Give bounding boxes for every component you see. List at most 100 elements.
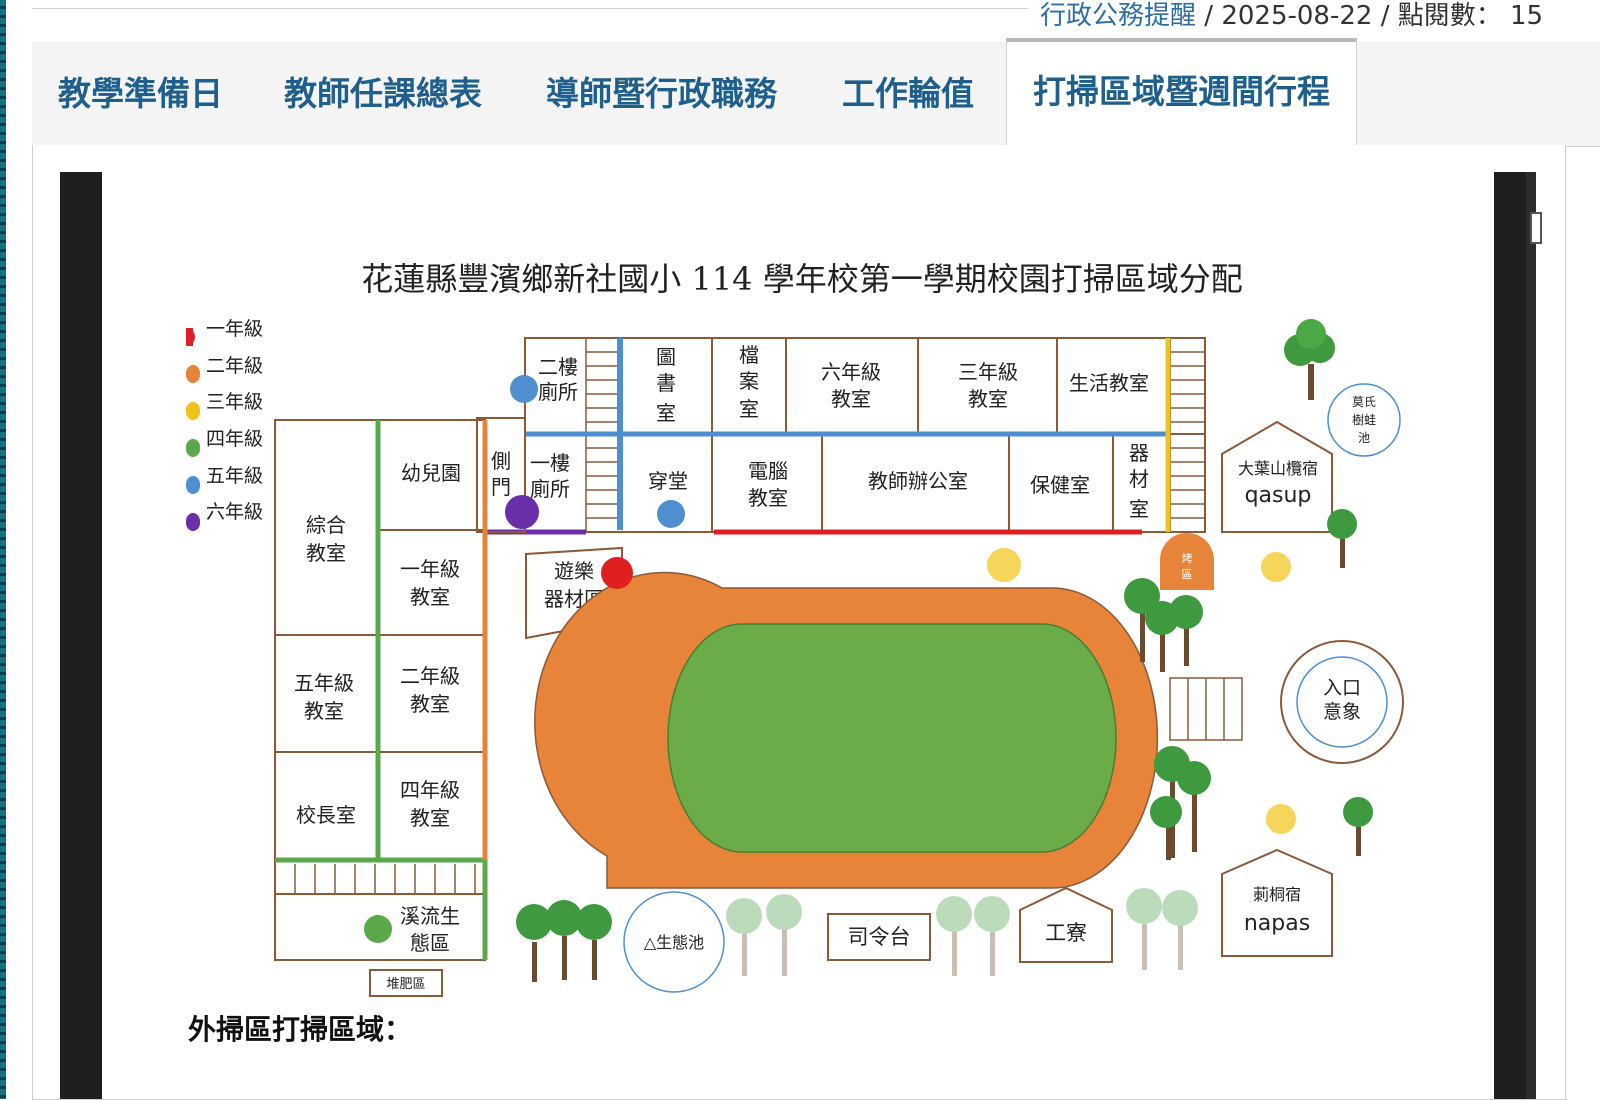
room-label: 教室 [410, 806, 450, 830]
room-label: 側 [491, 449, 511, 473]
room-label: 器 [1129, 441, 1149, 465]
dayeshan-lodge: 大葉山欖宿 qasup [1221, 420, 1333, 533]
command-stage: 司令台 [827, 913, 931, 961]
tree-icon [546, 900, 582, 980]
room-label: 教室 [748, 486, 788, 510]
campus-cleaning-map: 花蓮縣豐濱鄉新社國小 114 學年校第一學期校園打掃區域分配 一年級 二年級 三… [186, 260, 1404, 997]
section-heading: 外掃區打掃區域： [188, 1013, 413, 1046]
litong-lodge: 莿桐宿 napas [1221, 848, 1333, 957]
room-label: 堆肥區 [386, 977, 425, 992]
room-label: 廁所 [538, 380, 578, 404]
tree-icon [974, 896, 1010, 976]
room-label: 校長室 [296, 803, 356, 827]
frog-pond: 莫氏 樹蛙 池 [1327, 383, 1401, 457]
room-label: 意象 [1323, 701, 1361, 723]
main-building-labels: 二樓 廁所 圖 書 室 檔 案 室 六年級 教室 三年級 教室 生活教室 一樓 … [530, 343, 1149, 521]
tree-icon [1162, 890, 1198, 970]
room-label: 檔 [739, 343, 759, 367]
room-label: 廁所 [530, 477, 570, 501]
room-label: 門 [491, 475, 511, 499]
meta-separator: / [1204, 1, 1222, 31]
room-label: 六年級 [821, 360, 881, 384]
bbq-area: 烤 區 [1160, 533, 1214, 590]
room-label: 教室 [831, 387, 871, 411]
room-label: 室 [656, 401, 676, 425]
room-label: 樹蛙 [1352, 413, 1376, 427]
legend-label: 四年級 [206, 428, 263, 450]
zone-markers [364, 375, 1296, 943]
tree-icons [516, 319, 1373, 982]
legend-label: 六年級 [206, 501, 263, 523]
gate [1169, 677, 1243, 741]
room-label: 入口 [1323, 677, 1361, 699]
tree-icon [1327, 509, 1357, 568]
window-edge-decoration [0, 0, 6, 1099]
category-link[interactable]: 行政公務提醒 [1040, 1, 1197, 31]
legend-item-grade4: 四年級 [186, 428, 263, 457]
room-label: qasup [1245, 483, 1312, 508]
room-label: 遊樂 [554, 559, 594, 583]
room-label: 穿堂 [648, 469, 688, 493]
room-label: napas [1244, 911, 1310, 936]
room-label: 區 [1182, 568, 1193, 581]
sports-track [534, 571, 1159, 889]
room-label: 教室 [306, 541, 346, 565]
eco-pond: △生態池 [623, 891, 725, 993]
room-label: 池 [1358, 431, 1370, 445]
zone-lines-main [485, 338, 1171, 535]
room-label: 教師辦公室 [868, 469, 968, 493]
room-label: 室 [739, 397, 759, 421]
tab-homeroom-admin-duties[interactable]: 導師暨行政職務 [546, 74, 777, 113]
room-label: 態區 [410, 931, 450, 955]
legend-item-grade1: 一年級 [186, 318, 263, 346]
room-label: 生活教室 [1069, 371, 1149, 395]
room-label: 莿桐宿 [1253, 885, 1301, 904]
tree-icon [576, 904, 612, 980]
room-label: 大葉山欖宿 [1238, 459, 1318, 478]
tab-teacher-schedule[interactable]: 教師任課總表 [284, 74, 482, 113]
tree-icon [1124, 578, 1160, 662]
map-title: 花蓮縣豐濱鄉新社國小 114 學年校第一學期校園打掃區域分配 [361, 260, 1242, 298]
room-label: △生態池 [644, 933, 704, 952]
views-count: 15 [1510, 1, 1544, 31]
room-label: 教室 [304, 699, 344, 723]
legend-label: 二年級 [206, 355, 263, 377]
tab-duty-rotation[interactable]: 工作輪值 [842, 74, 974, 113]
room-label: 工寮 [1045, 921, 1087, 945]
room-label: 材 [1129, 467, 1149, 491]
room-label: 一樓 [530, 451, 570, 475]
legend: 一年級 二年級 三年級 四年級 五年級 六年級 [186, 318, 263, 531]
post-meta: 行政公務提醒 / 2025-08-22 / 點閱數： 15 [1040, 0, 1543, 34]
room-label: 溪流生 [400, 904, 460, 928]
tree-icon [1150, 796, 1182, 860]
room-label: 教室 [410, 585, 450, 609]
room-label: 圖 [656, 345, 676, 369]
legend-label: 三年級 [206, 391, 263, 413]
room-label: 莫氏 [1352, 395, 1376, 409]
room-label: 一年級 [400, 557, 460, 581]
tab-teaching-prep-day[interactable]: 教學準備日 [58, 74, 223, 113]
tree-icon [936, 896, 972, 976]
legend-item-grade5: 五年級 [186, 465, 263, 494]
entrance-landmark: 入口 意象 [1280, 640, 1404, 764]
legend-item-grade2: 二年級 [186, 355, 263, 383]
scroll-handle[interactable] [1530, 212, 1542, 244]
west-wing-labels: 幼兒園 側 門 綜合 教室 一年級 教室 五年級 教室 二年級 教室 校長室 四… [294, 449, 511, 992]
room-label: 綜合 [306, 513, 346, 537]
tree-icon [516, 904, 552, 982]
tree-icon [1169, 595, 1203, 666]
views-label: 點閱數： [1397, 1, 1502, 31]
room-label: 四年級 [400, 778, 460, 802]
tree-icon [766, 894, 802, 976]
post-date: 2025-08-22 [1221, 1, 1373, 31]
zone-lines-west [275, 420, 488, 960]
room-label: 電腦 [748, 459, 788, 483]
room-label: 教室 [968, 387, 1008, 411]
tab-bar: 教學準備日 教師任課總表 導師暨行政職務 工作輪值 打掃區域暨週間行程 [32, 38, 1600, 147]
tree-icon [1343, 797, 1373, 856]
tree-icon [1126, 888, 1162, 970]
legend-label: 五年級 [206, 465, 263, 487]
room-label: 三年級 [958, 360, 1018, 384]
tab-cleaning-areas-weekly-schedule[interactable]: 打掃區域暨週間行程 [1006, 38, 1357, 145]
room-label: 二年級 [400, 664, 460, 688]
